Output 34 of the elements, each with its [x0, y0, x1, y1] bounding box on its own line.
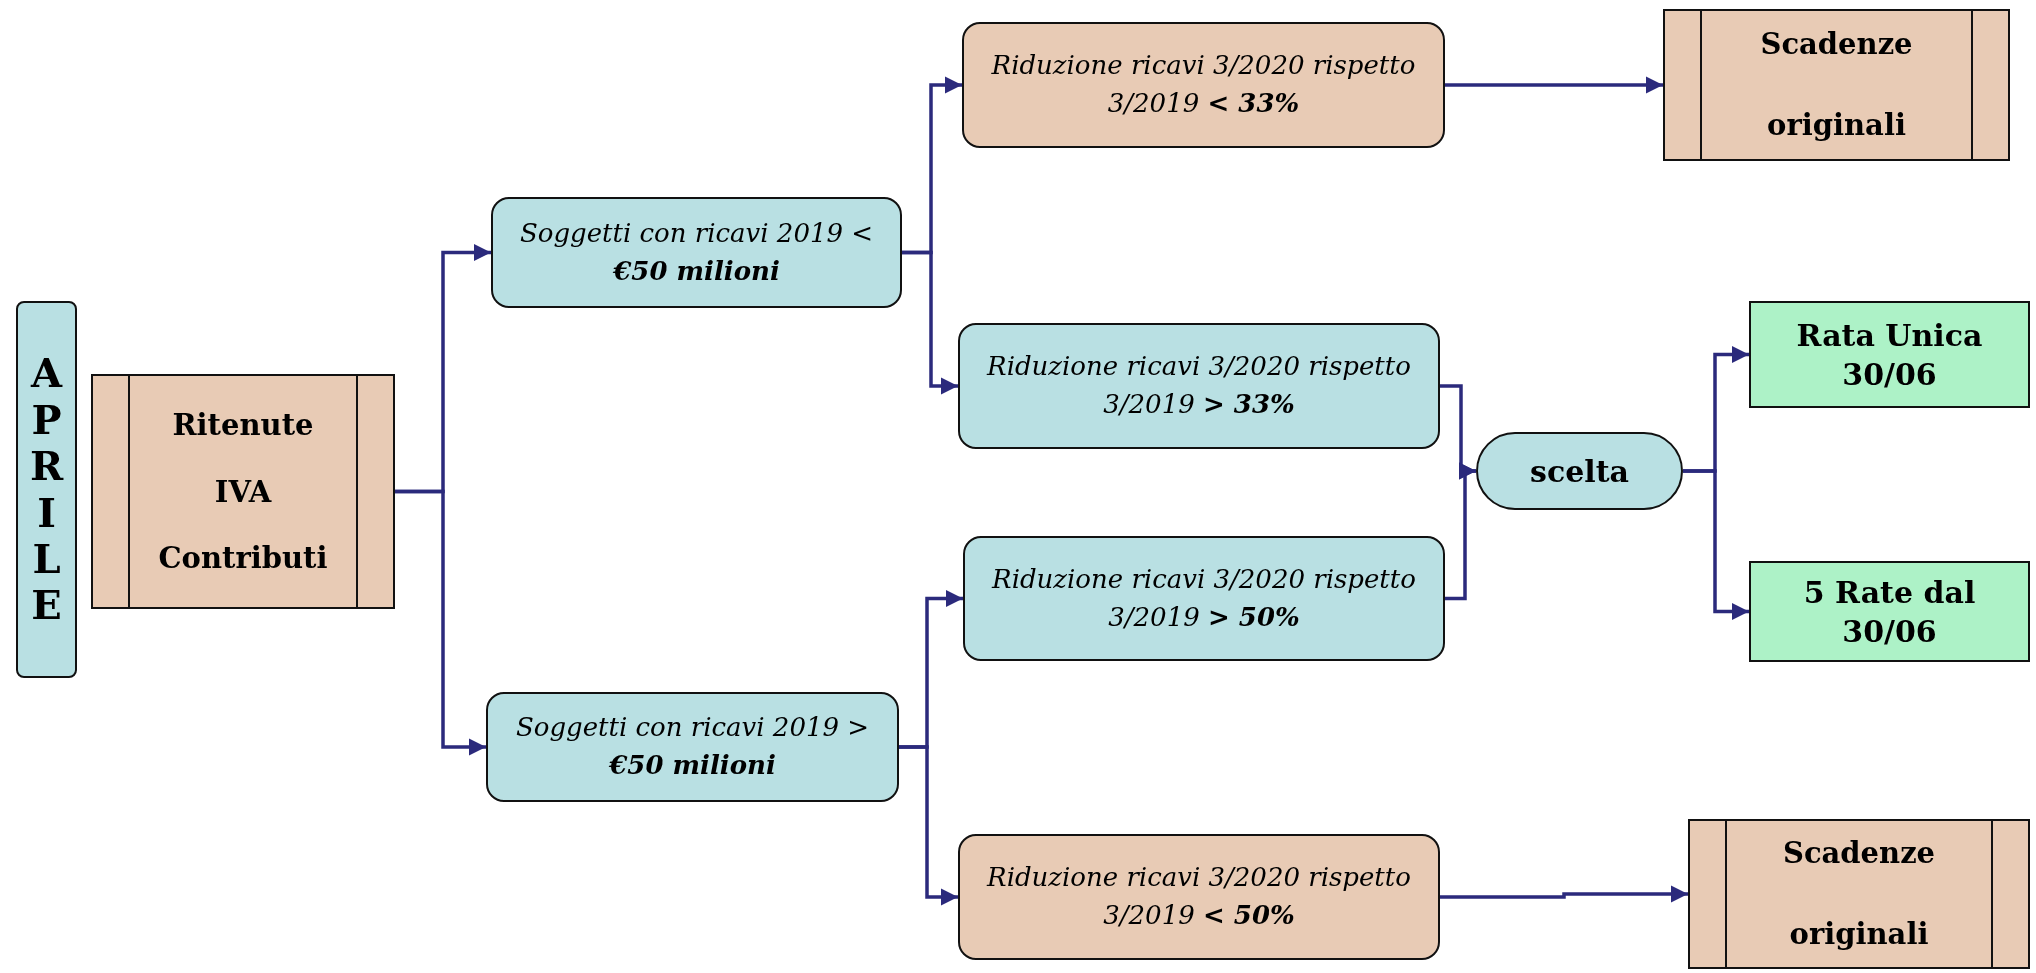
box-text: Riduzione ricavi 3/2020 rispetto 3/2019 > 50% [990, 562, 1417, 634]
condition-box [958, 323, 1440, 449]
condition-box [963, 536, 1445, 661]
condition-box [958, 834, 1440, 960]
process-box [1688, 819, 2030, 969]
box-text: Soggetti con ricavi 2019 < €50 milioni [518, 216, 875, 288]
box-text: scelta [1529, 452, 1630, 491]
arrow [1445, 76, 1663, 94]
condition-box [486, 692, 899, 802]
box-text: Scadenze originali [1759, 25, 1914, 144]
box-text: Ritenute [172, 408, 314, 443]
box-text: Soggetti con ricavi 2019 > €50 milioni [514, 711, 871, 782]
box-text: 5 Rate dal 30/06 [1802, 573, 1977, 651]
arrow [1445, 462, 1476, 601]
box-text: Rata Unica 30/06 [1795, 316, 1984, 394]
box-text: IVA [214, 474, 272, 509]
arrow [902, 250, 958, 395]
outcome-box [1749, 301, 2030, 408]
condition-box [491, 197, 902, 308]
box-text: Contributi [158, 540, 328, 575]
arrow [1440, 885, 1688, 903]
arrow [395, 489, 486, 756]
outcome-box [1749, 561, 2030, 662]
box-text: Riduzione ricavi 3/2020 rispetto 3/2019 < 50% [985, 861, 1412, 932]
month-label: APRILE [28, 350, 65, 629]
box-text: Scadenze originali [1781, 834, 1937, 953]
arrow [1683, 469, 1749, 621]
month-box [16, 301, 77, 678]
process-box [1663, 9, 2010, 161]
box-text: Riduzione ricavi 3/2020 rispetto 3/2019 < 33% [990, 49, 1417, 120]
process-box [91, 374, 395, 609]
condition-box [962, 22, 1445, 148]
arrow [899, 745, 958, 906]
box-text: Riduzione ricavi 3/2020 rispetto 3/2019 > 33% [985, 350, 1412, 421]
